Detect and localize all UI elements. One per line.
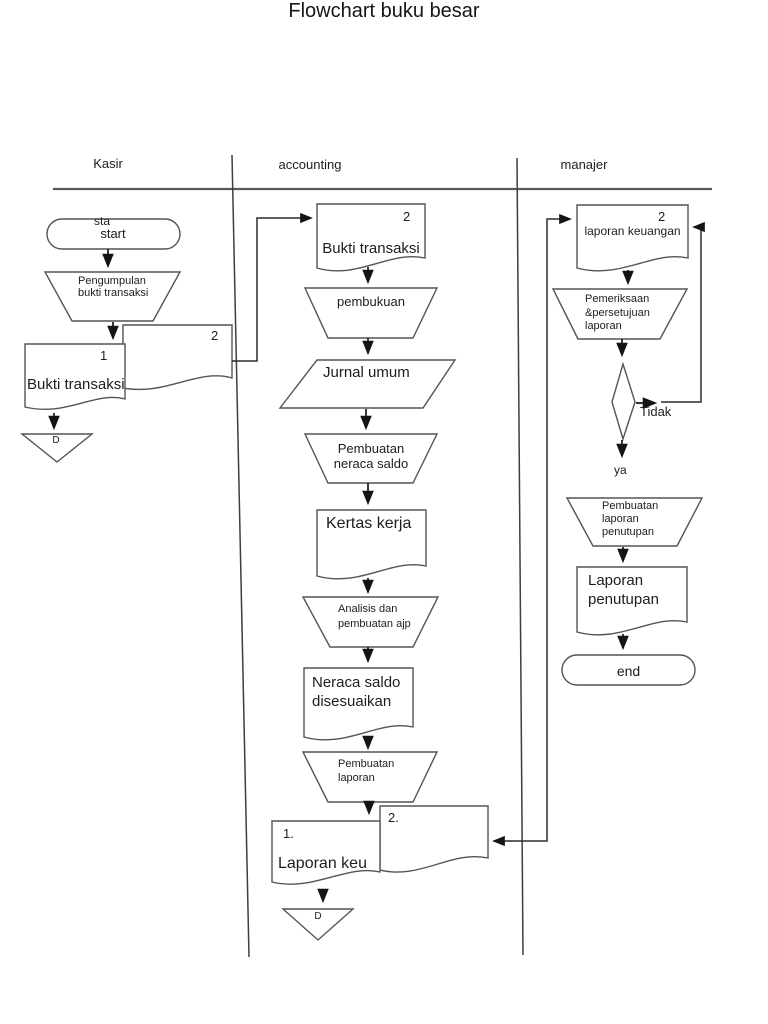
accounting-document-bukti-transaksi [316, 203, 426, 272]
pembukuan-label: pembukuan [337, 294, 405, 309]
accounting-doc2-copy-number: 2. [388, 810, 399, 825]
pembuatan-penutupan-label: Pembuatan laporan penutupan [602, 500, 659, 538]
accounting-pembuatan-laporan-trapezoid [301, 751, 439, 803]
kasir-start-terminator [46, 218, 181, 250]
connector-kasir-doc2-to-accounting [232, 212, 313, 362]
kasir-manual-op-trapezoid [43, 271, 182, 322]
accounting-pembuatan-neraca-trapezoid [303, 433, 439, 484]
kasir-doc-label: Bukti transaksi [27, 376, 125, 393]
accounting-analisis-ajp-trapezoid [301, 596, 440, 648]
manajer-decision-diamond [611, 361, 636, 442]
manajer-doc-copy-number: 2 [658, 209, 666, 224]
start-terminator-top-label: sta [93, 214, 110, 228]
kasir-document-copy1 [24, 343, 126, 411]
laporan-penutupan-label: Laporan penutupan [588, 572, 659, 608]
accounting-document-laporan-copy2 [379, 805, 489, 873]
accounting-doc-in-copy-number: 2 [403, 209, 411, 224]
analisis-ajp-label: Analisis dan pembuatan ajp [338, 603, 411, 630]
lane-divider-kasir-accounting [231, 154, 250, 958]
kasir-document-copy2 [122, 324, 233, 391]
laporan-keu-label: Laporan keu [278, 855, 367, 872]
manajer-document-laporan-keuangan [576, 204, 689, 272]
accounting-document-laporan-copy1 [271, 820, 381, 885]
manajer-document-laporan-penutupan [576, 566, 688, 636]
kasir-manual-op-label: Pengumpulan bukti transaksi [78, 275, 149, 299]
accounting-archive-label: D [314, 911, 322, 922]
kasir-doc2-copy-number: 2 [211, 328, 219, 343]
pembuatan-laporan-label: Pembuatan laporan [338, 758, 395, 784]
accounting-document-neraca-disesuaikan [303, 667, 414, 741]
page-title: Flowchart buku besar [288, 0, 480, 22]
kertas-kerja-label: Kertas kerja [326, 515, 412, 532]
accounting-archive-triangle [281, 908, 355, 941]
connector-tidak-loop-to-document [661, 221, 705, 403]
kasir-doc1-copy-number: 1 [100, 348, 108, 363]
kasir-archive-triangle [20, 433, 94, 463]
start-terminator-label: start [100, 226, 126, 241]
accounting-doc-in-label: Bukti transaksi [322, 240, 420, 257]
manajer-pembuatan-penutupan-trapezoid [565, 497, 704, 547]
lane-divider-accounting-manajer [516, 157, 524, 956]
jurnal-umum-label: Jurnal umum [323, 364, 410, 381]
lane-label-kasir: Kasir [93, 156, 123, 171]
accounting-document-kertas-kerja [316, 509, 427, 580]
neraca-disesuaikan-label: Neraca saldo disesuaikan [312, 674, 401, 710]
pemeriksaan-label: Pemeriksaan &persetujuan laporan [585, 293, 650, 332]
end-terminator-label: end [616, 663, 641, 679]
kasir-archive-label: D [52, 435, 60, 446]
decision-no-label: Tidak [640, 404, 672, 419]
accounting-pembukuan-trapezoid [303, 287, 439, 339]
decision-yes-label: ya [614, 463, 627, 477]
lane-label-accounting: accounting [278, 157, 342, 172]
lane-label-manajer: manajer [560, 157, 608, 172]
laporan-keuangan-label: laporan keuangan [584, 224, 681, 238]
pembuatan-neraca-label: Pembuatan neraca saldo [333, 441, 409, 471]
accounting-jurnal-umum-parallelogram [278, 359, 457, 409]
accounting-doc1-copy-number: 1. [283, 826, 294, 841]
connector-laporan-keu-to-manajer [492, 213, 572, 847]
